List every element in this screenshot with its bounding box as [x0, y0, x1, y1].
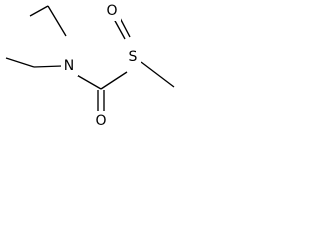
bond-lines	[5, 5, 175, 115]
ethyl-bond-upper-ch2	[47, 5, 67, 37]
sulfoxide-oxygen-label-mask	[104, 1, 121, 21]
ethyl-bond-lower-ch2	[33, 65, 63, 68]
carbonyl-sulfur-bond	[100, 71, 128, 90]
sulfur-label-mask	[124, 47, 141, 67]
ethyl-bond-upper-ch3	[29, 5, 49, 17]
sulfoxide-double-bond-left	[113, 18, 126, 40]
nitrogen-label-mask	[61, 56, 78, 76]
molecule-structure: N S O O	[5, 1, 175, 131]
atom-labels: N S O O	[61, 1, 141, 131]
nitrogen-carbonyl-bond	[74, 73, 102, 90]
sulfur-atom-label: S	[129, 49, 138, 65]
sulfur-methyl-bond	[140, 61, 175, 88]
sulfoxide-oxygen-atom-label: O	[106, 3, 117, 19]
carbonyl-oxygen-label-mask	[92, 111, 109, 131]
nitrogen-atom-label: N	[64, 58, 74, 74]
carbonyl-oxygen-atom-label: O	[95, 113, 106, 129]
ethyl-bond-lower-ch3	[5, 57, 35, 68]
